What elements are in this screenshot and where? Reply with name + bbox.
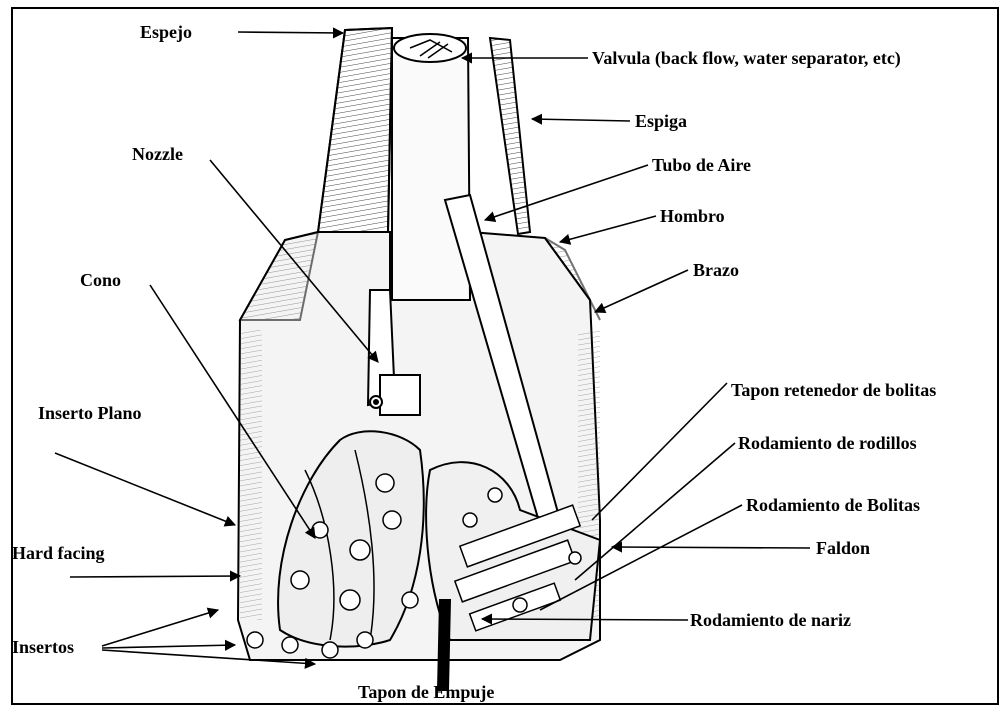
valve-top [394,34,466,62]
label-faldon: Faldon [816,538,870,558]
label-hard-facing: Hard facing [12,543,105,563]
label-cono: Cono [80,270,121,290]
label-tapon-retenedor: Tapon retenedor de bolitas [731,380,936,400]
leader-hard-facing [70,576,240,577]
label-tapon-de-empuje: Tapon de Empuje [358,682,494,702]
label-rodamiento-rodillos: Rodamiento de rodillos [738,433,917,453]
thread-rod [490,38,530,234]
label-inserto-plano: Inserto Plano [38,403,142,423]
threaded-pin [318,28,392,232]
leader-hombro [560,216,656,242]
label-valvula: Valvula (back flow, water separator, etc… [592,48,901,68]
label-nozzle: Nozzle [132,144,183,164]
label-rodamiento-nariz: Rodamiento de nariz [690,610,851,630]
leader-tapon-retenedor [592,383,727,520]
leader-espejo [238,32,343,33]
label-brazo: Brazo [693,260,739,280]
leader-rod-nariz [482,619,688,620]
label-tubo-de-aire: Tubo de Aire [652,155,751,175]
leader-inserto-plano [55,453,235,525]
air-tube-upper [392,38,470,305]
label-espiga: Espiga [635,111,687,131]
leader-insertos-2 [102,645,235,648]
leader-espiga [532,119,630,121]
label-rodamiento-bolitas: Rodamiento de Bolitas [746,495,920,515]
thrust-plug [438,600,450,690]
label-hombro: Hombro [660,206,725,226]
label-espejo: Espejo [140,22,192,42]
leader-insertos-1 [102,610,218,646]
leader-faldon [612,547,810,548]
drill-bit-illustration [238,28,600,690]
label-insertos: Insertos [12,637,74,657]
leader-brazo [595,270,688,312]
leader-tapon-empuje [441,600,442,680]
